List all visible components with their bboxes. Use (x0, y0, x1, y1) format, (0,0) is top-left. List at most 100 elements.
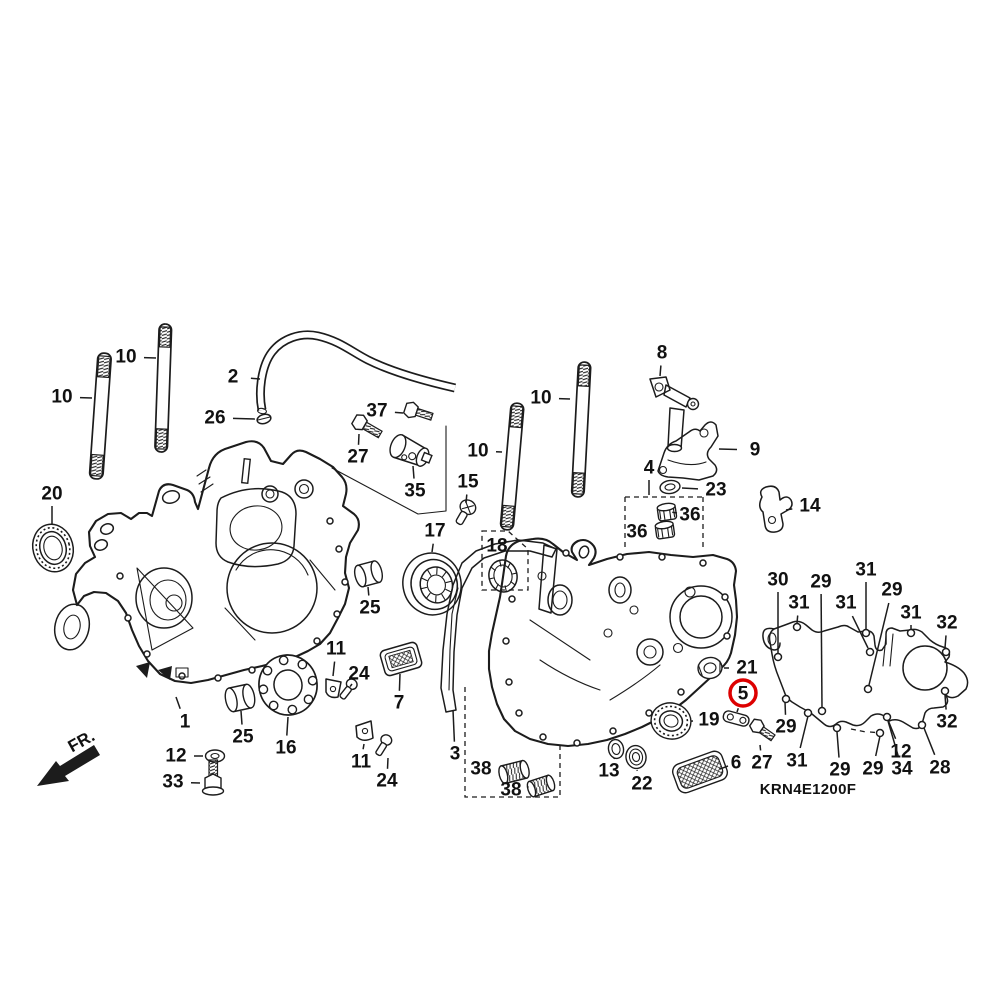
joint-plate-5 (722, 710, 750, 727)
callout-5: 5 (738, 684, 749, 705)
callout-leader-29 (868, 602, 890, 686)
callout-26: 26 (204, 408, 225, 429)
callout-31: 31 (900, 603, 922, 624)
callout-10: 10 (467, 441, 488, 462)
callout-21: 21 (736, 658, 758, 679)
callout-18: 18 (486, 536, 507, 557)
oil-strainer-6 (671, 750, 729, 794)
callout-leader-25 (367, 586, 370, 596)
oil-seal-20 (31, 523, 75, 573)
callout-leader-16 (286, 716, 289, 736)
flange-bolt-27-right (748, 718, 776, 742)
callout-leader-15 (465, 494, 468, 504)
nut-21 (697, 656, 723, 680)
callout-1: 1 (180, 712, 191, 733)
callout-leader-29 (784, 701, 787, 715)
callout-29: 29 (775, 717, 796, 738)
collar-25-a (353, 560, 383, 588)
callout-leader-32 (944, 635, 947, 649)
callout-17: 17 (424, 521, 445, 542)
callout-9: 9 (750, 440, 761, 461)
callout-13: 13 (598, 761, 619, 782)
callout-4: 4 (644, 458, 655, 479)
stud-bolt-10-a (88, 352, 112, 480)
callout-leader-6 (719, 765, 729, 770)
bracket-9 (657, 421, 719, 481)
callout-20: 20 (41, 484, 62, 505)
callout-31: 31 (786, 751, 808, 772)
callout-16: 16 (275, 738, 296, 759)
flange-bolt-33 (201, 759, 225, 796)
dowel-plate-11-a (325, 678, 342, 699)
callout-31: 31 (855, 560, 877, 581)
collar-25-b (224, 683, 256, 713)
seal-23 (659, 479, 681, 495)
callout-37: 37 (366, 401, 387, 422)
callout-33: 33 (162, 772, 183, 793)
callout-32: 32 (936, 712, 957, 733)
callout-leader-27 (357, 433, 360, 445)
callout-3: 3 (450, 744, 461, 765)
callout-38: 38 (500, 780, 521, 801)
breather-tube (255, 330, 457, 415)
callout-leader-3 (452, 709, 456, 742)
callout-10: 10 (51, 387, 72, 408)
highlight-ring (728, 678, 758, 708)
diagram-code: KRN4E1200F (760, 781, 856, 798)
callout-leader-26 (232, 417, 256, 420)
callout-leader-34 (887, 720, 899, 757)
callout-32: 32 (936, 613, 957, 634)
callout-28: 28 (929, 758, 950, 779)
roller-36-b (654, 520, 676, 540)
callout-38: 38 (470, 759, 491, 780)
fr-arrow-icon (37, 745, 100, 786)
stud-bolt-10-d (570, 361, 592, 498)
callout-8: 8 (657, 343, 668, 364)
callout-35: 35 (404, 481, 426, 502)
callout-leader-2 (250, 377, 261, 380)
oil-jet-35 (389, 433, 433, 467)
dowel-38-a (498, 759, 530, 785)
callout-leader-24 (349, 683, 353, 688)
tube-clip (256, 413, 272, 425)
center-gasket (440, 539, 557, 713)
callout-6: 6 (731, 753, 742, 774)
stud-bolt-10-c (499, 402, 525, 531)
group-box-18 (481, 530, 529, 591)
callout-leader-9 (718, 448, 738, 451)
callout-2: 2 (228, 367, 239, 388)
callout-27: 27 (751, 753, 772, 774)
callout-leader-8 (659, 365, 662, 377)
callout-11: 11 (326, 639, 347, 660)
callout-24: 24 (376, 771, 398, 792)
callout-leader-28 (923, 727, 936, 756)
stud-bolt-10-b (154, 323, 173, 453)
callout-27: 27 (347, 447, 368, 468)
callout-leader-11 (332, 661, 336, 677)
callout-31: 31 (788, 593, 810, 614)
needle-bearing-18 (488, 559, 518, 593)
clamp-14 (759, 485, 793, 533)
callout-25: 25 (359, 598, 381, 619)
callout-34: 34 (891, 759, 913, 780)
callout-10: 10 (530, 388, 551, 409)
callout-leader-31 (851, 615, 869, 649)
callout-leader-35 (412, 465, 415, 479)
callout-15: 15 (457, 472, 479, 493)
callout-24: 24 (348, 664, 370, 685)
callout-leader-7 (398, 673, 401, 691)
callout-leader-31 (796, 615, 799, 624)
callout-19: 19 (698, 710, 719, 731)
callout-leader-11 (362, 743, 365, 750)
callout-23: 23 (705, 480, 726, 501)
callout-22: 22 (631, 774, 652, 795)
callout-leader-13 (613, 757, 616, 760)
ball-bearing-16 (258, 654, 318, 716)
callout-leader-5 (736, 707, 740, 713)
callout-leader-17 (431, 543, 434, 553)
callout-leader-37 (394, 411, 404, 414)
flange-bolt-27-left (351, 414, 383, 439)
needle-bearing-17 (402, 552, 462, 616)
